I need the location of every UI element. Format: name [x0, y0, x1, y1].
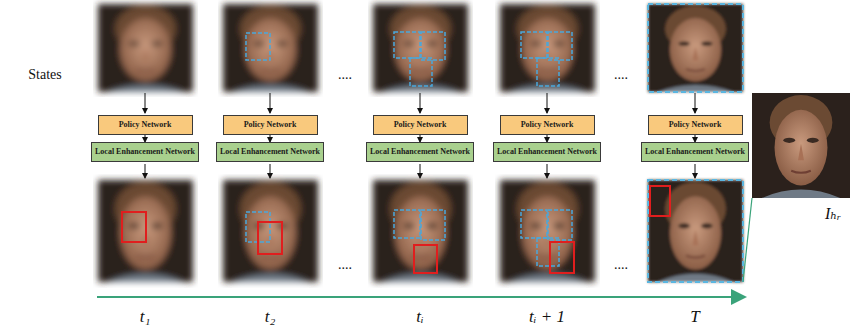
ellipsis: .... — [614, 68, 628, 82]
output-label: Iₕᵣ — [825, 206, 841, 222]
box-label: Local Enhancement Network — [95, 148, 195, 156]
box-label: Policy Network — [669, 121, 722, 129]
time-step: T — [690, 308, 699, 325]
box-label: Policy Network — [119, 121, 172, 129]
box-label: Local Enhancement Network — [645, 148, 745, 156]
flow-arrow — [145, 135, 146, 142]
local-enhancement-box: Local Enhancement Network — [91, 142, 199, 162]
local-enhancement-box: Local Enhancement Network — [366, 142, 474, 162]
box-label: Local Enhancement Network — [497, 148, 597, 156]
box-label: Policy Network — [244, 121, 297, 129]
local-enhancement-box: Local Enhancement Network — [216, 142, 324, 162]
time-step: tᵢ — [416, 308, 423, 325]
local-enhancement-box: Local Enhancement Network — [493, 142, 601, 162]
policy-network-box: Policy Network — [98, 115, 193, 135]
flow-arrow — [695, 135, 696, 142]
policy-network-box: Policy Network — [223, 115, 318, 135]
time-step: t₂ — [265, 308, 276, 325]
box-label: Local Enhancement Network — [220, 148, 320, 156]
box-label: Policy Network — [521, 121, 574, 129]
time-step: tᵢ + 1 — [529, 308, 565, 325]
ellipsis: .... — [338, 258, 352, 272]
ellipsis: .... — [614, 258, 628, 272]
policy-network-box: Policy Network — [500, 115, 595, 135]
flow-arrow — [420, 135, 421, 142]
time-step: t₁ — [140, 308, 151, 325]
local-enhancement-box: Local Enhancement Network — [641, 142, 749, 162]
policy-network-box: Policy Network — [373, 115, 468, 135]
flow-arrow — [547, 135, 548, 142]
row-label: States — [28, 68, 61, 82]
box-label: Local Enhancement Network — [370, 148, 470, 156]
box-label: Policy Network — [394, 121, 447, 129]
flow-arrow — [270, 135, 271, 142]
policy-network-box: Policy Network — [648, 115, 743, 135]
ellipsis: .... — [338, 68, 352, 82]
